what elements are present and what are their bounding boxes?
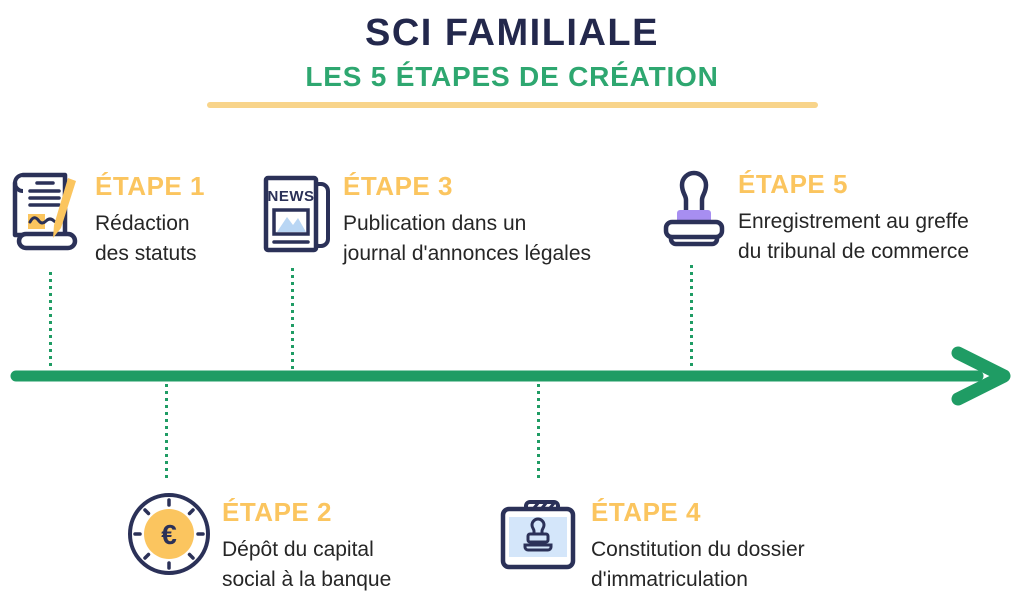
step-4-description: Constitution du dossier d'immatriculatio… xyxy=(591,538,805,591)
step-1-label: ÉTAPE 1 xyxy=(95,171,205,201)
connector-step-1 xyxy=(49,272,52,369)
title-underline xyxy=(207,102,818,108)
step-3: ÉTAPE 3 Publication dans un journal d'an… xyxy=(343,170,591,269)
step-5-description: Enregistrement au greffe du tribunal de … xyxy=(738,210,970,263)
timeline-arrow xyxy=(10,346,1011,406)
step-2-label: ÉTAPE 2 xyxy=(222,497,332,527)
euro-symbol: € xyxy=(161,519,177,550)
step-5-label: ÉTAPE 5 xyxy=(738,169,848,199)
newspaper-icon: NEWS xyxy=(263,175,330,253)
step-1: ÉTAPE 1 Rédaction des statuts xyxy=(95,170,205,269)
page-title: SCI FAMILIALE xyxy=(365,12,659,54)
step-4-label: ÉTAPE 4 xyxy=(591,497,701,527)
step-3-label: ÉTAPE 3 xyxy=(343,171,453,201)
page-subtitle: LES 5 ÉTAPES DE CRÉATION xyxy=(305,61,719,92)
connector-step-5 xyxy=(690,265,693,369)
euro-coin-icon: € xyxy=(128,493,210,575)
rubber-stamp-icon xyxy=(663,170,725,247)
connector-step-4 xyxy=(537,384,540,478)
step-2-description: Dépôt du capital social à la banque xyxy=(222,538,392,591)
step-1-description: Rédaction des statuts xyxy=(95,212,197,265)
scroll-pen-icon xyxy=(12,172,78,251)
step-4: ÉTAPE 4 Constitution du dossier d'immatr… xyxy=(591,496,805,595)
step-3-description: Publication dans un journal d'annonces l… xyxy=(343,212,592,265)
folder-stamp-icon xyxy=(500,500,576,570)
step-5: ÉTAPE 5 Enregistrement au greffe du trib… xyxy=(738,168,969,267)
connector-step-2 xyxy=(165,384,168,478)
connector-step-3 xyxy=(291,268,294,369)
newspaper-icon-text: NEWS xyxy=(268,188,315,205)
step-2: ÉTAPE 2 Dépôt du capital social à la ban… xyxy=(222,496,391,595)
